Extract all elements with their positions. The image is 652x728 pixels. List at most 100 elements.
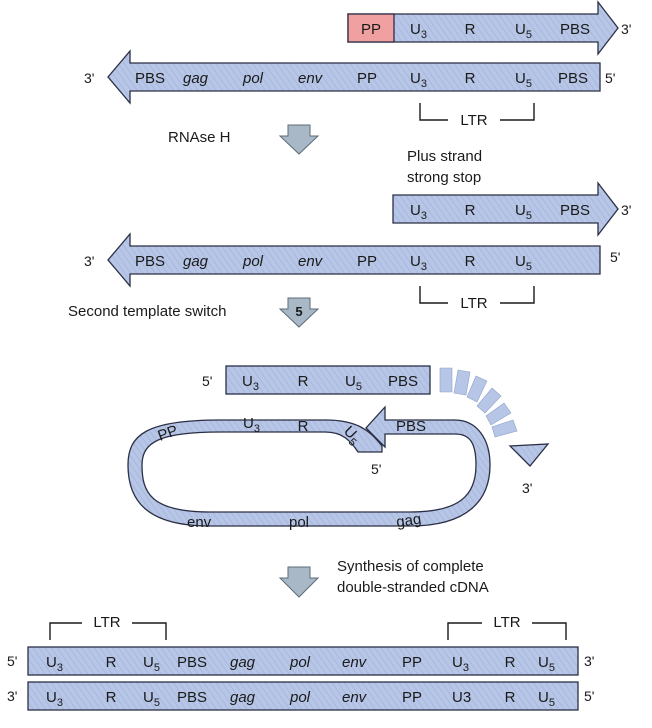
seg-pbs: PBS: [135, 70, 165, 87]
seg-u3: U3: [410, 70, 427, 90]
seg-gag: gag: [183, 253, 209, 270]
end-3prime: 3': [84, 253, 94, 269]
ltr-bracket-2: [419, 286, 535, 304]
row2-rna-strand: 3' PBS gag pol env PP U3 R U5 PBS 5' LTR: [84, 49, 615, 129]
seg-pbs: PBS: [560, 21, 590, 38]
seg-pp: PP: [156, 422, 181, 445]
seg-r: R: [465, 70, 476, 87]
ltr-bracket-1: [419, 103, 535, 121]
seg-env: env: [342, 689, 368, 706]
seg-u5: U5: [515, 70, 532, 90]
step-number: 5: [295, 304, 302, 319]
dashed-extension: [439, 367, 518, 438]
seg-u3-plain: U3: [452, 689, 471, 706]
plus-strand-label: Plus strand: [407, 148, 482, 165]
synthesis-label-1: Synthesis of complete: [337, 558, 484, 575]
end-5prime: 5': [605, 70, 615, 86]
seg-r: R: [465, 21, 476, 38]
seg-u3: U3: [243, 415, 260, 435]
template-switch-label: Second template switch: [68, 303, 226, 320]
seg-u5: U5: [538, 689, 555, 709]
seg-r: R: [106, 689, 117, 706]
seg-pbs: PBS: [177, 689, 207, 706]
dashed-arrowhead: [508, 443, 550, 467]
end-3prime: 3': [621, 202, 631, 218]
synthesis-label-2: double-stranded cDNA: [337, 579, 489, 596]
seg-pp: PP: [361, 21, 381, 38]
seg-gag: gag: [395, 511, 422, 531]
rna-strand-arrow-1: [107, 49, 601, 105]
step-rnase: RNAse H Plus strand strong stop: [168, 124, 482, 186]
end-5prime: 5': [584, 688, 594, 704]
seg-pp: PP: [357, 253, 377, 270]
end-3prime: 3': [7, 688, 17, 704]
seg-u3: U3: [242, 373, 259, 393]
end-5prime: 5': [202, 373, 212, 389]
end-3prime: 3': [522, 480, 532, 496]
final-cdna: LTR LTR 5' U3 R U5 PBS gag pol env PP U3…: [7, 614, 594, 711]
seg-pol: pol: [242, 253, 264, 270]
rna-strand-arrow-2: [107, 232, 601, 288]
seg-u3: U3: [46, 654, 63, 674]
down-arrow-icon: [278, 566, 320, 598]
seg-u5: U5: [515, 202, 532, 222]
end-5prime: 5': [371, 461, 381, 477]
loop-strand: [127, 405, 491, 527]
seg-gag: gag: [183, 70, 209, 87]
circular-intermediate: 5' U3 R U5 PBS 3' PP U3 R U5 PBS 5' env …: [127, 365, 550, 531]
row4-rna-strand: 3' PBS gag pol env PP U3 R U5 5' LTR: [84, 232, 620, 312]
seg-env: env: [342, 654, 368, 671]
step-synthesis: Synthesis of complete double-stranded cD…: [278, 558, 489, 598]
seg-pbs: PBS: [135, 253, 165, 270]
seg-pp: PP: [402, 654, 422, 671]
ltr-label: LTR: [493, 614, 520, 631]
seg-pbs: PBS: [560, 202, 590, 219]
seg-gag: gag: [230, 654, 256, 671]
seg-r: R: [106, 654, 117, 671]
seg-r: R: [298, 418, 309, 435]
seg-r: R: [505, 689, 516, 706]
seg-u3: U3: [46, 689, 63, 709]
step-template-switch: Second template switch 5: [68, 297, 320, 328]
seg-pp: PP: [357, 70, 377, 87]
seg-pol: pol: [289, 689, 311, 706]
seg-u5: U5: [515, 21, 532, 41]
cdna-strand-top: [27, 646, 579, 676]
seg-u3: U3: [410, 21, 427, 41]
seg-u5: U5: [538, 654, 555, 674]
end-3prime: 3': [621, 21, 631, 37]
ltr-label: LTR: [460, 295, 487, 312]
row1-plus-strand: PP U3 R U5 PBS 3': [347, 0, 631, 56]
end-5prime: 5': [7, 653, 17, 669]
ltr-label: LTR: [460, 112, 487, 129]
ltr-bracket-right: [447, 622, 567, 640]
row3-plus-strand: U3 R U5 PBS 3': [392, 181, 631, 237]
minus-strand-short: [225, 365, 431, 395]
seg-r: R: [298, 373, 309, 390]
end-3prime: 3': [584, 653, 594, 669]
ltr-bracket-left: [49, 622, 167, 640]
seg-u5: U5: [143, 654, 160, 674]
end-3prime: 3': [84, 70, 94, 86]
ltr-label: LTR: [93, 614, 120, 631]
seg-gag: gag: [230, 689, 256, 706]
seg-env: env: [187, 514, 212, 531]
seg-env: env: [298, 70, 324, 87]
seg-u3: U3: [452, 654, 469, 674]
down-arrow-icon: [278, 297, 320, 328]
seg-u5: U5: [515, 253, 532, 273]
seg-r: R: [465, 202, 476, 219]
seg-u5: U5: [143, 689, 160, 709]
seg-pbs: PBS: [177, 654, 207, 671]
seg-pbs: PBS: [396, 418, 426, 435]
plus-strand-arrow-2: [392, 181, 619, 237]
seg-u5: U5: [345, 373, 362, 393]
seg-pol: pol: [289, 514, 309, 531]
pp-box: [347, 13, 395, 43]
cdna-strand-bottom: [27, 681, 579, 711]
seg-u3: U3: [410, 253, 427, 273]
seg-pol: pol: [242, 70, 264, 87]
seg-r: R: [505, 654, 516, 671]
seg-pol: pol: [289, 654, 311, 671]
